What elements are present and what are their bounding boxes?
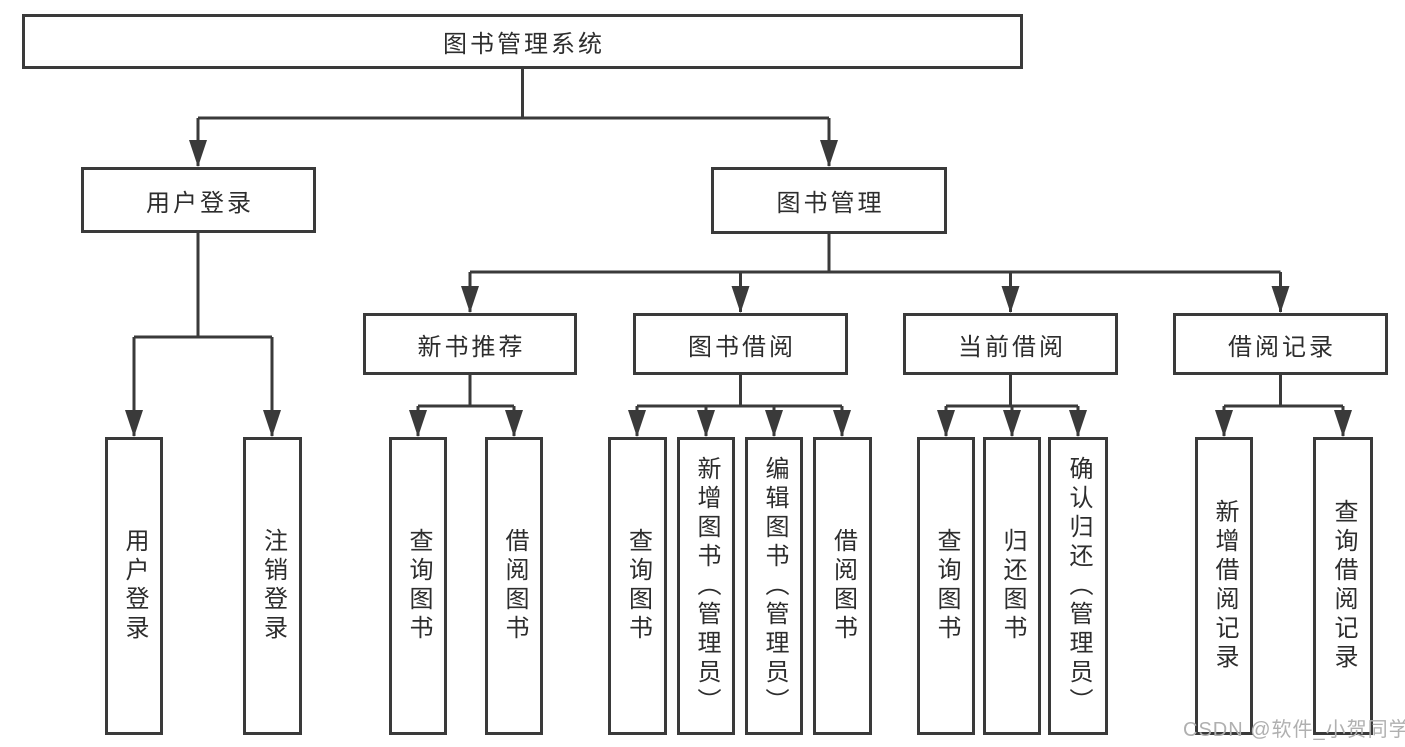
leaf-add-book-admin: 新增图书（管理员）: [677, 437, 735, 735]
arrow-icon: [409, 410, 427, 437]
arrow-icon: [1334, 410, 1352, 437]
leaf-user-login: 用户登录: [105, 437, 163, 735]
node-book-borrowing-label: 图书借阅: [688, 333, 796, 361]
leaf-query-books-current-label: 查询图书: [933, 528, 960, 644]
csdn-watermark: CSDN @软件_小贺同学: [1183, 719, 1405, 741]
leaf-query-books-borrow: 查询图书: [608, 437, 667, 735]
arrow-icon: [731, 286, 750, 313]
node-root-label: 图书管理系统: [443, 31, 605, 58]
arrow-icon: [1001, 286, 1020, 313]
arrow-icon: [628, 410, 646, 437]
leaf-query-borrow-record: 查询借阅记录: [1313, 437, 1373, 735]
arrow-icon: [833, 410, 851, 437]
arrow-icon: [1069, 410, 1087, 437]
node-book-management: 图书管理: [711, 167, 947, 234]
leaf-return-book: 归还图书: [983, 437, 1041, 735]
leaf-edit-book-admin: 编辑图书（管理员）: [745, 437, 803, 735]
arrow-icon: [937, 410, 955, 437]
leaf-add-book-admin-label: 新增图书（管理员）: [693, 455, 720, 717]
leaf-query-books-current: 查询图书: [917, 437, 975, 735]
leaf-query-borrow-record-label: 查询借阅记录: [1330, 499, 1357, 673]
arrow-icon: [505, 410, 523, 437]
leaf-borrow-books: 借阅图书: [813, 437, 872, 735]
arrow-icon: [765, 410, 783, 437]
leaf-borrow-books-recommend: 借阅图书: [485, 437, 543, 735]
node-borrow-records: 借阅记录: [1173, 313, 1388, 375]
arrow-icon: [1003, 410, 1021, 437]
arrow-icon: [125, 410, 143, 437]
node-user-login: 用户登录: [81, 167, 316, 233]
arrow-icon: [263, 410, 281, 437]
node-borrow-records-label: 借阅记录: [1228, 333, 1336, 361]
node-current-borrowing-label: 当前借阅: [958, 333, 1066, 361]
node-book-management-label: 图书管理: [776, 190, 885, 217]
node-new-book-recommend-label: 新书推荐: [417, 333, 526, 361]
node-book-borrowing: 图书借阅: [633, 313, 848, 375]
leaf-confirm-return-admin: 确认归还（管理员）: [1048, 437, 1108, 735]
leaf-edit-book-admin-label: 编辑图书（管理员）: [761, 455, 788, 717]
arrow-icon: [1271, 286, 1290, 313]
leaf-borrow-books-recommend-label: 借阅图书: [501, 528, 528, 644]
node-current-borrowing: 当前借阅: [903, 313, 1118, 375]
node-new-book-recommend: 新书推荐: [363, 313, 577, 375]
leaf-query-books-borrow-label: 查询图书: [624, 528, 652, 644]
leaf-query-books-recommend: 查询图书: [389, 437, 447, 735]
arrow-icon: [461, 286, 479, 313]
arrow-icon: [1215, 410, 1233, 437]
arrow-icon: [820, 140, 838, 167]
leaf-user-login-label: 用户登录: [121, 528, 148, 644]
leaf-logout-label: 注销登录: [259, 528, 287, 644]
leaf-confirm-return-admin-label: 确认归还（管理员）: [1065, 455, 1092, 717]
arrow-icon: [189, 140, 207, 167]
leaf-add-borrow-record-label: 新增借阅记录: [1211, 499, 1238, 673]
leaf-query-books-recommend-label: 查询图书: [405, 528, 432, 644]
leaf-return-book-label: 归还图书: [999, 528, 1026, 644]
node-root: 图书管理系统: [22, 14, 1023, 69]
node-user-login-label: 用户登录: [146, 189, 254, 217]
leaf-logout: 注销登录: [243, 437, 302, 735]
tree-connector-path: [132, 69, 1345, 436]
arrow-icon: [697, 410, 715, 437]
leaf-add-borrow-record: 新增借阅记录: [1195, 437, 1253, 735]
leaf-borrow-books-label: 借阅图书: [829, 528, 857, 644]
